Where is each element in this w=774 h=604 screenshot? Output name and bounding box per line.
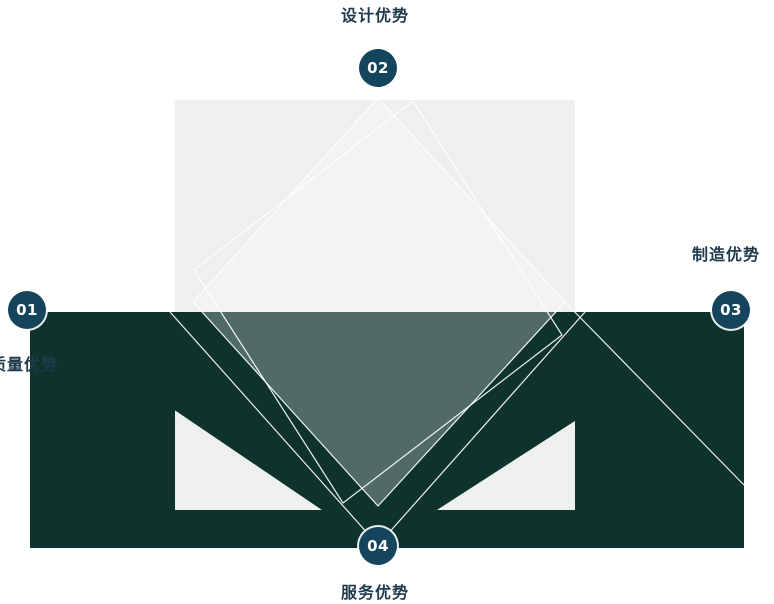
badge-04-number: 04 — [367, 537, 389, 555]
badge-01: 01 — [8, 291, 46, 329]
diamond-outline — [192, 97, 566, 507]
envelope-flap — [30, 312, 744, 548]
badge-04: 04 — [359, 527, 397, 565]
label-manufacturing-advantage: 制造优势 — [692, 245, 761, 264]
badge-02-number: 02 — [367, 59, 389, 77]
label-service-advantage: 服务优势 — [341, 583, 410, 602]
rotated-square-outline — [193, 100, 563, 504]
badge-02: 02 — [359, 49, 397, 87]
label-quality-advantage: 质量优势 — [0, 355, 59, 374]
label-design-advantage: 设计优势 — [341, 6, 410, 25]
badge-03: 03 — [712, 291, 750, 329]
edge-extension-line — [564, 301, 745, 486]
badge-03-number: 03 — [720, 301, 742, 319]
badge-01-number: 01 — [16, 301, 38, 319]
